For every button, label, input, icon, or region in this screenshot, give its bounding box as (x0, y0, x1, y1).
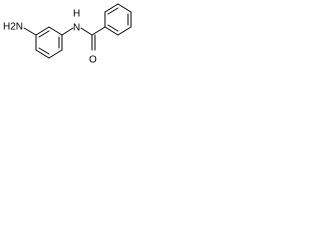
bond (48, 26, 63, 36)
amine-label: H2N (3, 22, 23, 33)
bond (48, 49, 63, 59)
bond (35, 49, 50, 59)
double-bond (107, 24, 119, 32)
bond (104, 3, 119, 13)
aniline-ring (35, 26, 63, 59)
bond (80, 27, 93, 36)
carbonyl-oxygen-label: O (89, 55, 97, 66)
amide-nitrogen-label: N (73, 23, 80, 34)
bond (35, 26, 50, 36)
benzoyl-ring (104, 3, 132, 36)
double-bond (107, 7, 119, 15)
bond (23, 27, 37, 36)
bond (104, 26, 119, 36)
bond (117, 26, 132, 36)
bond (91, 26, 106, 36)
chemical-structure-diagram: H2N N H O (3, 3, 132, 66)
double-bond (38, 30, 50, 38)
double-bond (38, 47, 50, 55)
amide-hydrogen-label: H (73, 9, 80, 20)
bond (61, 27, 74, 36)
bond (117, 3, 132, 13)
